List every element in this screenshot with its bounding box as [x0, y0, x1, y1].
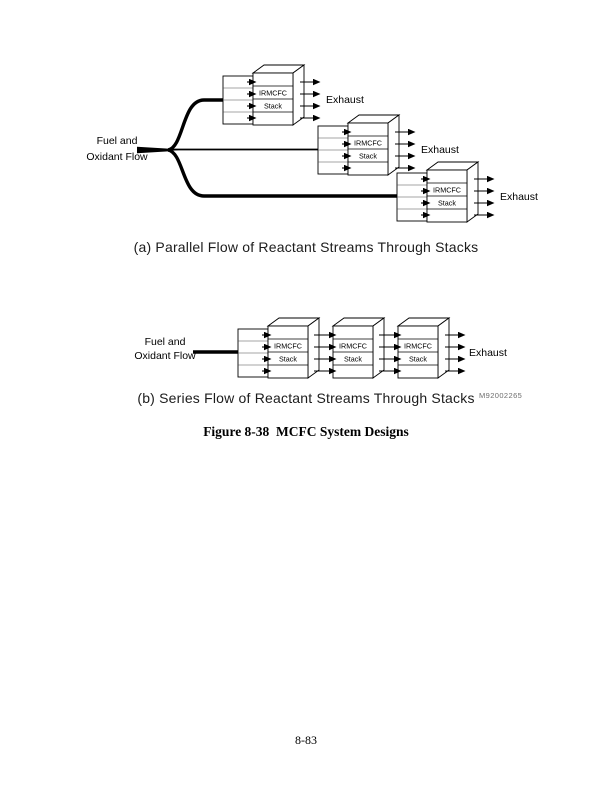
stack-label-line2: Stack — [344, 355, 362, 364]
fuel-oxidant-label-line1: Fuel and — [145, 336, 186, 348]
stack-label-line2: Stack — [359, 152, 377, 161]
exhaust-label-a2: Exhaust — [421, 144, 459, 156]
page-number: 8-83 — [295, 733, 317, 747]
stack-label-line2: Stack — [279, 355, 297, 364]
caption-diagram-a: (a) Parallel Flow of Reactant Streams Th… — [133, 239, 479, 255]
stack-cell-dividers — [253, 85, 293, 113]
diagram-b-series: Fuel and Oxidant Flow IRM — [134, 317, 507, 379]
fuel-cell-stack-a3: IRMCFC Stack — [396, 161, 495, 223]
manifold-dividers — [397, 184, 427, 210]
stack-label-line1: IRMCFC — [404, 342, 432, 351]
stack-label-line1: IRMCFC — [339, 342, 367, 351]
inlet-arrows — [314, 331, 337, 375]
feed-branch-top — [167, 98, 225, 152]
stack-cell-dividers — [333, 338, 373, 366]
outlet-arrows — [395, 128, 416, 172]
stack-cell-dividers — [348, 135, 388, 163]
inlet-arrows — [421, 175, 431, 219]
caption-diagram-b: (b) Series Flow of Reactant Streams Thro… — [137, 390, 475, 406]
fuel-cell-stack-b2: IRMCFC Stack — [314, 317, 386, 379]
stack-label-line1: IRMCFC — [274, 342, 302, 351]
fuel-cell-stack-a2: IRMCFC Stack — [317, 114, 416, 176]
stack-cell-dividers — [398, 338, 438, 366]
feed-branch-bottom — [167, 148, 399, 198]
stack-label-line1: IRMCFC — [259, 89, 287, 98]
inlet-arrows — [262, 331, 272, 375]
outlet-arrows — [474, 175, 495, 219]
stack-label-line2: Stack — [264, 102, 282, 111]
exhaust-label-a3: Exhaust — [500, 191, 538, 203]
diagram-a-parallel: Fuel and Oxidant Flow — [86, 64, 538, 223]
stack-side-face — [437, 317, 450, 379]
figure-title: Figure 8-38 MCFC System Designs — [203, 424, 409, 439]
outlet-arrows — [445, 331, 466, 375]
fuel-cell-stack-a1: IRMCFC Stack — [222, 64, 321, 126]
manifold-dividers — [223, 87, 253, 113]
exhaust-label-a1: Exhaust — [326, 94, 364, 106]
stack-cell-dividers — [427, 182, 467, 210]
exhaust-label-b: Exhaust — [469, 347, 507, 359]
inlet-arrows — [342, 128, 352, 172]
fuel-oxidant-label-line1: Fuel and — [97, 135, 138, 147]
manifold-dividers — [318, 137, 348, 163]
stack-side-face — [372, 317, 385, 379]
fuel-oxidant-label-line2: Oxidant Flow — [86, 151, 148, 163]
fuel-cell-stack-b1: IRMCFC Stack — [237, 317, 321, 379]
manifold-dividers — [238, 340, 268, 366]
stack-label-line2: Stack — [409, 355, 427, 364]
stack-side-face — [292, 64, 305, 126]
stack-label-line2: Stack — [438, 199, 456, 208]
figure-id-code: M92002265 — [479, 391, 523, 400]
fuel-oxidant-label-line2: Oxidant Flow — [134, 350, 196, 362]
stack-label-line1: IRMCFC — [433, 186, 461, 195]
fuel-cell-stack-b3: IRMCFC Stack — [379, 317, 466, 379]
stack-side-face — [307, 317, 320, 379]
feed-trunk-line — [137, 146, 179, 154]
inlet-arrows — [247, 78, 257, 122]
outlet-arrows — [300, 78, 321, 122]
stack-cell-dividers — [268, 338, 308, 366]
stack-label-line1: IRMCFC — [354, 139, 382, 148]
inlet-arrows — [379, 331, 402, 375]
stack-side-face — [466, 161, 479, 223]
stack-side-face — [387, 114, 400, 176]
